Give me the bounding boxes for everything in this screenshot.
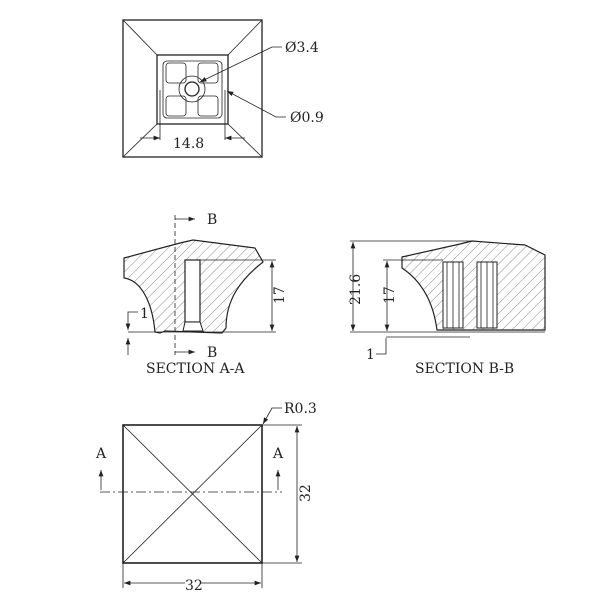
cut-label-b-bottom: B (207, 345, 217, 361)
width-32-label: 32 (185, 578, 203, 594)
height-17-bb: 17 (382, 286, 398, 304)
section-aa: B B 17 1 SECTION A-A (123, 212, 288, 377)
offset-1-bb: 1 (366, 347, 375, 363)
top-view: Ø3.4 Ø0.9 14.8 (122, 19, 324, 158)
height-21-6-bb: 21.6 (348, 274, 364, 305)
cut-label-a-left: A (95, 446, 107, 462)
cut-label-a-right: A (272, 446, 284, 462)
bottom-view: A A 32 32 R0.3 (95, 401, 317, 594)
section-bb-caption: SECTION B-B (415, 361, 514, 377)
height-32-label: 32 (298, 484, 314, 502)
cut-label-b-top: B (207, 212, 217, 228)
width-label: 14.8 (173, 136, 204, 152)
radius-label: R0.3 (284, 401, 317, 417)
dia-center-label: Ø3.4 (285, 40, 319, 56)
offset-1-aa: 1 (140, 306, 149, 322)
height-17-aa: 17 (272, 286, 288, 304)
dia-pin-label: Ø0.9 (290, 110, 324, 126)
section-bb: 21.6 17 1 SECTION B-B (348, 240, 546, 377)
section-aa-caption: SECTION A-A (146, 361, 245, 377)
